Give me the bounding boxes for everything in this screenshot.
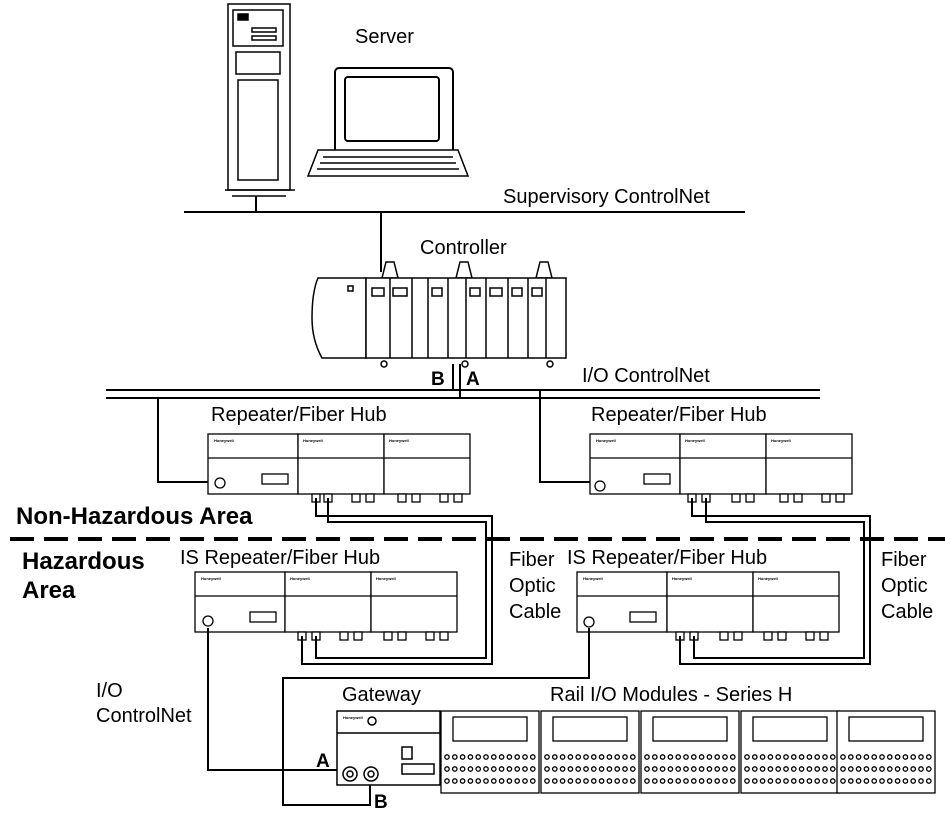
- gateway-brand: Honeywell: [343, 715, 363, 720]
- fiber-optic-cable-left: [301, 498, 493, 665]
- rail-io-module: [540, 710, 640, 794]
- controller-label: Controller: [420, 237, 507, 259]
- fiber-right-label-2: Optic: [881, 575, 928, 597]
- hub-left-label: Repeater/Fiber Hub: [211, 404, 387, 426]
- fiber-optic-cable-right: [679, 498, 871, 665]
- supervisory-controlnet-bus: [184, 196, 745, 272]
- non-hazardous-area-label: Non-Hazardous Area: [16, 503, 253, 530]
- gateway-label: Gateway: [342, 684, 421, 706]
- hub-right-brand-2: Honeywell: [685, 438, 705, 443]
- hub-right-brand-3: Honeywell: [771, 438, 791, 443]
- io-port-a-label: A: [466, 369, 480, 390]
- io-controlnet-label-line2: ControlNet: [96, 705, 192, 727]
- repeater-fiber-hub-right: [589, 433, 853, 503]
- gateway-unit: [336, 710, 441, 786]
- hazardous-area-label-line2: Area: [22, 577, 76, 604]
- gateway-port-a-label: A: [316, 751, 330, 772]
- rail-io-modules-label: Rail I/O Modules - Series H: [550, 684, 792, 706]
- repeater-fiber-hub-left: [207, 433, 471, 503]
- is-hub-right-brand: Honeywell: [583, 576, 603, 581]
- is-hub-right-brand-3: Honeywell: [758, 576, 778, 581]
- gateway-port-b-label: B: [374, 792, 388, 813]
- io-controlnet-label-line1: I/O: [96, 680, 123, 702]
- hub-left-brand-3: Honeywell: [389, 438, 409, 443]
- is-hub-left-label: IS Repeater/Fiber Hub: [180, 547, 380, 569]
- rail-io-module: [740, 710, 840, 794]
- fiber-left-label-3: Cable: [509, 601, 561, 623]
- is-repeater-fiber-hub-left: [194, 571, 458, 641]
- rail-io-module: [640, 710, 740, 794]
- server-label: Server: [355, 26, 414, 48]
- keyboard-icon: [306, 149, 470, 177]
- controller-chassis: [311, 261, 567, 368]
- is-hub-left-brand-3: Honeywell: [376, 576, 396, 581]
- is-repeater-fiber-hub-right: [576, 571, 840, 641]
- io-controlnet-bus: [106, 364, 820, 483]
- is-hub-right-label: IS Repeater/Fiber Hub: [567, 547, 767, 569]
- hazardous-area-label-line1: Hazardous: [22, 548, 145, 575]
- is-hub-left-brand: Honeywell: [201, 576, 221, 581]
- fiber-right-label-3: Cable: [881, 601, 933, 623]
- is-hub-left-brand-2: Honeywell: [290, 576, 310, 581]
- hub-right-brand: Honeywell: [596, 438, 616, 443]
- fiber-left-label-1: Fiber: [509, 549, 555, 571]
- fiber-left-label-2: Optic: [509, 575, 556, 597]
- server-tower-icon: [225, 3, 295, 197]
- hub-left-brand-2: Honeywell: [303, 438, 323, 443]
- is-hub-right-brand-2: Honeywell: [672, 576, 692, 581]
- rail-io-module: [440, 710, 540, 794]
- io-port-b-label: B: [431, 369, 445, 390]
- rail-io-modules: [440, 710, 936, 794]
- supervisory-controlnet-label: Supervisory ControlNet: [503, 186, 710, 208]
- hub-right-label: Repeater/Fiber Hub: [591, 404, 767, 426]
- io-controlnet-label: I/O ControlNet: [582, 365, 710, 387]
- hub-left-brand: Honeywell: [214, 438, 234, 443]
- io-controlnet-cable: [207, 628, 590, 806]
- fiber-right-label-1: Fiber: [881, 549, 927, 571]
- rail-io-module: [836, 710, 936, 794]
